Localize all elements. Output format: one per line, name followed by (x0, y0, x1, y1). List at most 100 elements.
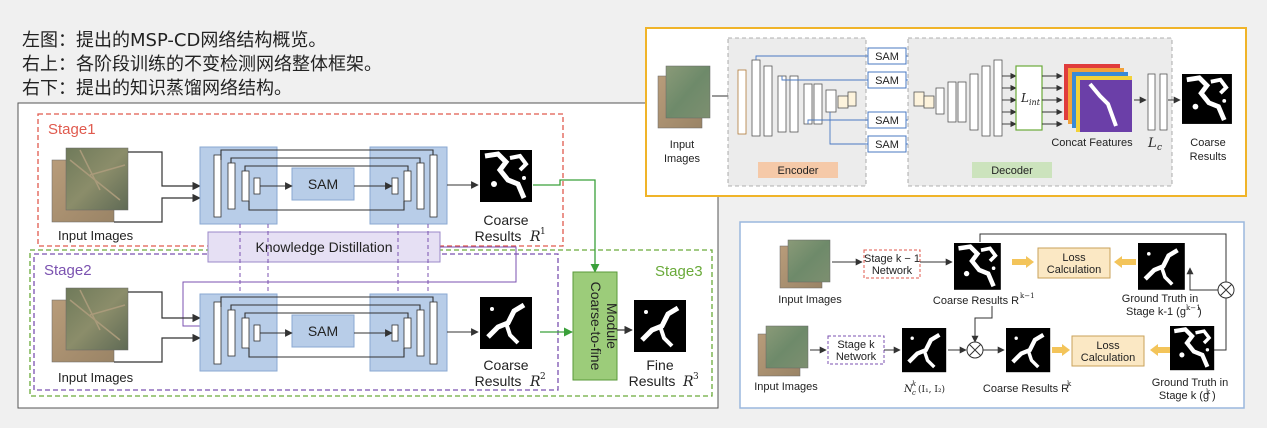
br-stage-k1-line2: Network (872, 265, 913, 277)
stage2-coarse-mask (480, 297, 532, 349)
stage2-r-sup: 2 (540, 372, 546, 382)
fine-r-sup: 3 (693, 372, 699, 382)
br-coarse-results-k-sup: k (1067, 380, 1072, 388)
br-stage-k1-line1: Stage k − 1 (864, 253, 920, 265)
knowledge-distillation-box (207, 231, 441, 263)
br-gt-bottom-line2: Stage k (g (1159, 390, 1209, 402)
coarse-to-fine-label: Coarse-to-fine (588, 282, 604, 371)
bottom-right-panel: Input Images Stage k − 1 Network Coarse … (739, 221, 1245, 409)
tr-encoder-label: Encoder (778, 165, 819, 177)
left-panel: Stage1 Stage2 Stage3 Input Images SAM (17, 102, 719, 409)
tr-sam-1: SAM (875, 51, 899, 63)
stage1-coarse-label: Coarse (483, 212, 528, 228)
tr-sam-3: SAM (875, 115, 899, 127)
caption-line-3: 右下：提出的知识蒸馏网络结构。 (22, 78, 292, 99)
stage2-input-images-label: Input Images (58, 370, 134, 385)
br-input-images-bottom (757, 325, 809, 377)
tr-concat-features (1064, 64, 1132, 132)
stage1-coarse-mask (480, 150, 532, 202)
br-gt-bottom-mask (1170, 326, 1214, 370)
stage2-input-images (51, 287, 129, 363)
br-input-images-top-label: Input Images (778, 294, 842, 306)
stage2-label: Stage2 (44, 262, 92, 279)
stage2-sam (291, 314, 355, 348)
br-input-images-bottom-label: Input Images (754, 381, 818, 393)
br-coarse-results-k: Coarse Results R (983, 383, 1069, 395)
tr-coarse-label: Coarse (1190, 137, 1225, 149)
br-gt-bottom-line1: Ground Truth in (1152, 377, 1228, 389)
tr-images-label: Images (664, 153, 701, 165)
stage1-input-images-label: Input Images (58, 228, 134, 243)
tr-input-images (657, 65, 711, 129)
tr-sam-4: SAM (875, 139, 899, 151)
module-label: Module (604, 303, 620, 349)
caption-line-2: 右上：各阶段训练的不变检测网络整体框架。 (22, 54, 382, 75)
br-gt-top-sup: k−1 (1186, 304, 1201, 312)
stage2-box (33, 253, 559, 391)
tr-l-int-box (1015, 65, 1043, 131)
tr-concat-features-label: Concat Features (1051, 137, 1133, 149)
br-gt-top-line1: Ground Truth in (1122, 293, 1198, 305)
br-loss-calc-2-line2: Calculation (1081, 352, 1135, 364)
br-nk-sub: c (912, 389, 916, 397)
br-stage-k-line1: Stage k (837, 339, 875, 351)
br-loss-calc-2 (1071, 335, 1145, 367)
caption-line-1: 左图：提出的MSP-CD网络结构概览。 (22, 30, 326, 51)
stage1-r: R (529, 229, 541, 245)
br-stage-k1-network (863, 249, 921, 279)
br-loss-calc-1-line2: Calculation (1047, 264, 1101, 276)
top-right-panel: Input Images Encoder SAM SAM SAM (645, 27, 1247, 197)
br-stage-k-network (827, 335, 885, 365)
br-coarse-k1-mask (954, 243, 1001, 290)
stage1-r-sup: 1 (540, 227, 546, 237)
stage1-input-images (51, 147, 129, 223)
tr-coarse-mask (1182, 74, 1232, 124)
br-gt-top-line2: Stage k-1 (g (1126, 306, 1186, 318)
tr-encoder-layers (737, 59, 857, 137)
stage2-r: R (529, 374, 541, 390)
stage1-label: Stage1 (48, 121, 96, 138)
br-coarse-results-k1-sup: k−1 (1020, 292, 1035, 300)
br-gt-top-mask (1138, 243, 1185, 290)
tr-l-int-sub: int (1029, 98, 1041, 107)
br-coarse-results-k1: Coarse Results R (933, 295, 1019, 307)
br-loss-calc-2-line1: Loss (1096, 340, 1120, 352)
tr-results-label: Results (1190, 151, 1227, 163)
tr-l-int: L (1020, 91, 1029, 105)
stage2-sam-label: SAM (308, 323, 338, 339)
br-input-images-top (779, 239, 831, 289)
fine-r: R (682, 374, 694, 390)
caption: 左图：提出的MSP-CD网络结构概览。 右上：各阶段训练的不变检测网络整体框架。… (22, 30, 382, 99)
fine-results-label: Results (629, 373, 676, 389)
br-nk-args: (I₁, I₂) (918, 384, 945, 395)
br-loss-calc-1-line1: Loss (1062, 252, 1086, 264)
br-loss-calc-1 (1037, 247, 1111, 279)
stage2-results-label: Results (475, 373, 522, 389)
br-nk-mask (902, 328, 946, 372)
tr-l-c-sub: c (1157, 143, 1162, 153)
tr-input-label: Input (670, 139, 694, 151)
stage1-decoder-block (369, 146, 448, 225)
stage2-coarse-label: Coarse (483, 357, 528, 373)
br-nk-sup: k (912, 380, 916, 388)
br-gt-top-close: ) (1198, 306, 1202, 318)
br-gt-bottom-sup: k (1206, 388, 1211, 396)
coarse-to-fine-module (572, 271, 618, 381)
tr-l-c: L (1147, 136, 1157, 151)
br-gt-bottom-close: ) (1212, 390, 1216, 402)
tr-decoder-layers (913, 59, 1003, 137)
tr-sam-2: SAM (875, 75, 899, 87)
stage1-results-label: Results (475, 228, 522, 244)
fine-result-mask (634, 300, 686, 352)
fine-label: Fine (646, 357, 673, 373)
tr-encoder-tag (758, 162, 838, 178)
br-stage-k-line2: Network (836, 351, 877, 363)
tr-decoder-label-text: Decoder (991, 165, 1033, 177)
br-coarse-k-mask (1006, 328, 1050, 372)
stage1-sam-label: SAM (308, 176, 338, 192)
br-nk-label: N (903, 384, 914, 395)
stage1-sam (291, 167, 355, 201)
stage1-box (37, 113, 564, 247)
stage3-label: Stage3 (655, 263, 703, 280)
